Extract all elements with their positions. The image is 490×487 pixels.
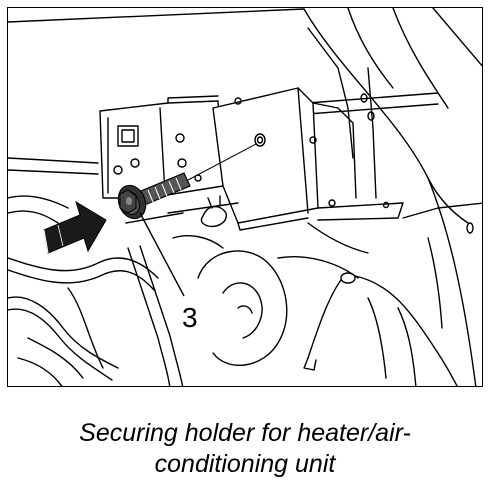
alignment-line: [187, 143, 257, 181]
cross-beam: [8, 92, 439, 175]
holder-plate: [212, 87, 404, 231]
caption-line-2: conditioning unit: [154, 450, 336, 478]
bolt-icon: [117, 172, 191, 220]
wiring-harness: [8, 195, 184, 386]
sensor-cable: [303, 237, 458, 386]
lower-panel: [307, 202, 482, 254]
mounting-clip: [125, 195, 239, 228]
callout-number: 3: [180, 302, 200, 333]
body-panel: [8, 8, 482, 386]
engine-bay-line-drawing: [8, 8, 482, 386]
technical-illustration: 3: [7, 7, 483, 387]
caption-line-1: Securing holder for heater/air-: [79, 419, 411, 447]
figure-caption: Securing holder for heater/air- conditio…: [0, 418, 490, 480]
blower-housing: [172, 235, 359, 367]
callout-leader-line: [139, 212, 185, 297]
push-arrow-icon: [43, 200, 107, 254]
